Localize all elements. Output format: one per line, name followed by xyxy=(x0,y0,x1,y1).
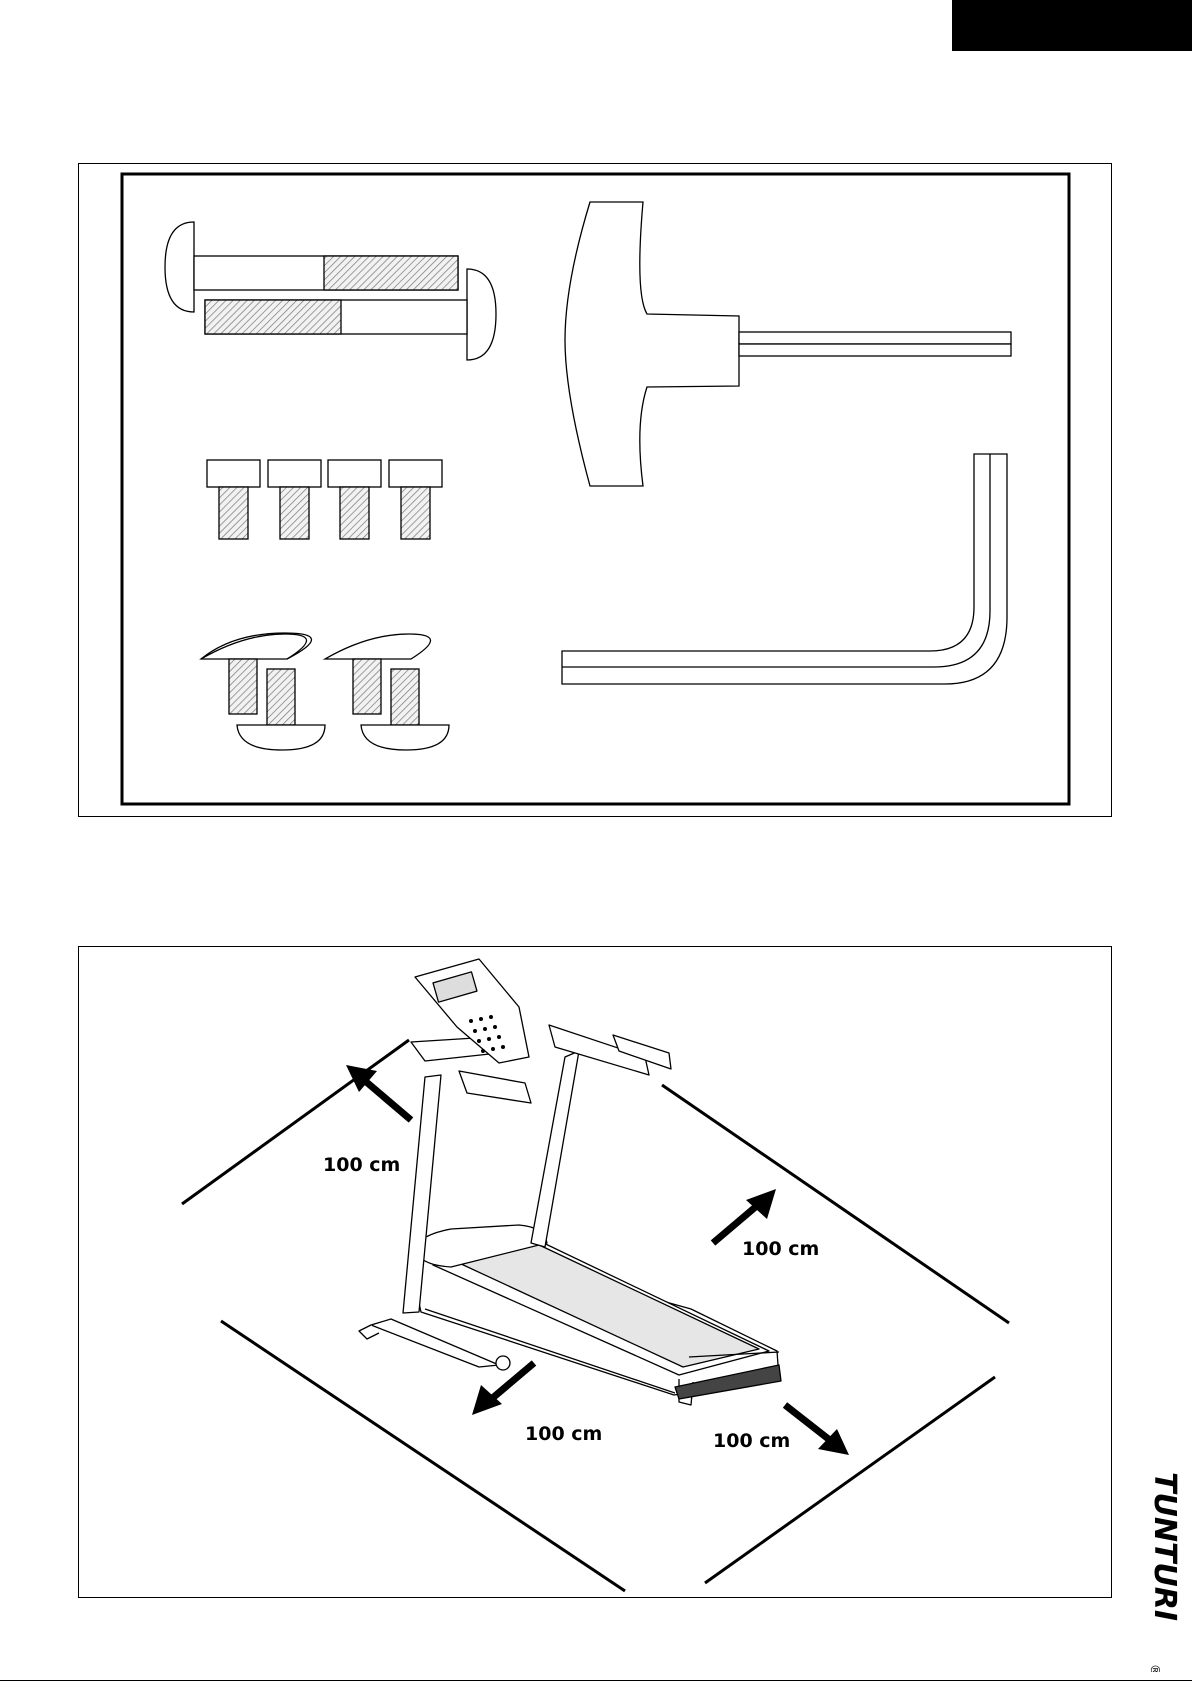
allen-key-icon xyxy=(562,454,1007,684)
short-bolt-icon xyxy=(328,460,381,539)
short-bolt-icon xyxy=(268,460,321,539)
tunturi-logo: TUNTURI ® xyxy=(1141,1472,1181,1672)
clearance-label-front-left: 100 cm xyxy=(525,1423,602,1445)
round-head-bolt-pair-icon xyxy=(325,634,449,750)
round-head-bolt-pair-icon xyxy=(201,633,325,750)
treadmill-illustration xyxy=(359,959,781,1405)
parts-figure xyxy=(79,164,1111,816)
parts-figure-panel xyxy=(78,163,1112,817)
clearance-boundary-line xyxy=(221,1321,625,1591)
brand-logo-text: TUNTURI xyxy=(1147,1472,1181,1621)
arrow-icon xyxy=(346,1065,411,1120)
arrow-icon xyxy=(713,1189,776,1243)
short-bolt-icon xyxy=(389,460,442,539)
clearance-boundary-line xyxy=(705,1377,995,1583)
registered-mark: ® xyxy=(1148,1664,1162,1672)
arrow-icon xyxy=(472,1363,534,1415)
clearance-boundary-line xyxy=(662,1085,1009,1323)
long-bolt-icon xyxy=(165,222,458,312)
corner-language-tab xyxy=(952,0,1192,51)
clearance-boundary-line xyxy=(182,1040,409,1204)
clearance-label-rear-right: 100 cm xyxy=(742,1238,819,1260)
clearance-figure-panel: 100 cm 100 cm 100 cm 100 cm xyxy=(78,946,1112,1598)
short-bolt-icon xyxy=(207,460,260,539)
arrow-icon xyxy=(785,1405,849,1455)
clearance-label-rear-left: 100 cm xyxy=(323,1154,400,1176)
t-handle-wrench-icon xyxy=(565,202,1011,486)
clearance-figure: 100 cm 100 cm 100 cm 100 cm xyxy=(79,947,1111,1597)
bottom-rule xyxy=(0,1680,1192,1681)
clearance-label-front-right: 100 cm xyxy=(713,1430,790,1452)
